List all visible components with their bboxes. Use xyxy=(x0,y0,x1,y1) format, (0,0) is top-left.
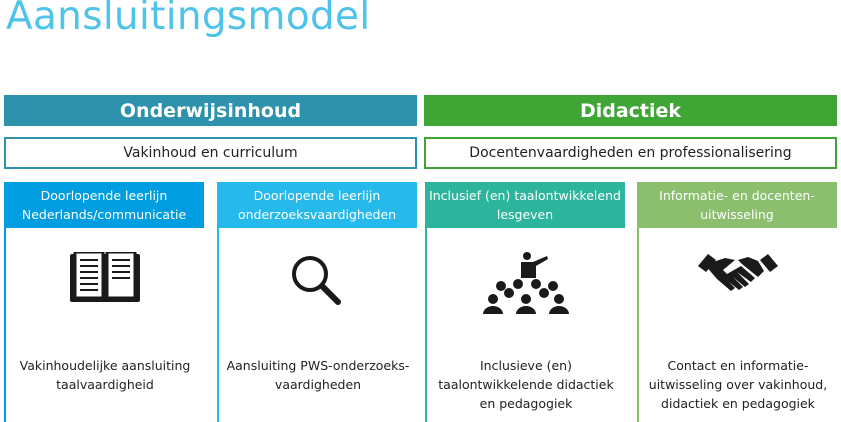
handshake-icon xyxy=(639,252,837,316)
card-inclusief: Inclusief (en) taalontwikkelend lesgeven… xyxy=(425,182,625,422)
book-icon xyxy=(6,252,204,316)
heading-onderwijsinhoud: Onderwijsinhoud xyxy=(4,95,417,126)
heading-didactiek: Didactiek xyxy=(424,95,837,126)
audience-icon xyxy=(427,252,625,316)
card-header: Doorlopende leerlijn Nederlands/communic… xyxy=(4,182,204,228)
magnifier-icon xyxy=(219,252,417,316)
card-header: Informatie- en docenten-uitwisseling xyxy=(637,182,837,228)
card-nederlands: Doorlopende leerlijn Nederlands/communic… xyxy=(4,182,204,422)
card-text: Aansluiting PWS-onderzoeks-vaardigheden xyxy=(226,358,410,392)
card-text: Inclusieve (en) taalontwikkelende didact… xyxy=(438,358,614,411)
card-onderzoek: Doorlopende leerlijn onderzoeksvaardighe… xyxy=(217,182,417,422)
card-text: Vakinhoudelijke aansluiting taalvaardigh… xyxy=(19,358,191,392)
subheading-professionalisering: Docentenvaardigheden en professionaliser… xyxy=(424,137,837,169)
card-uitwisseling: Informatie- en docenten-uitwisseling Con… xyxy=(637,182,837,422)
card-header: Doorlopende leerlijn onderzoeksvaardighe… xyxy=(217,182,417,228)
subheading-curriculum: Vakinhoud en curriculum xyxy=(4,137,417,169)
page-title: Aansluitingsmodel xyxy=(6,0,371,39)
card-text: Contact en informatie-uitwisseling over … xyxy=(648,358,828,411)
card-header: Inclusief (en) taalontwikkelend lesgeven xyxy=(425,182,625,228)
